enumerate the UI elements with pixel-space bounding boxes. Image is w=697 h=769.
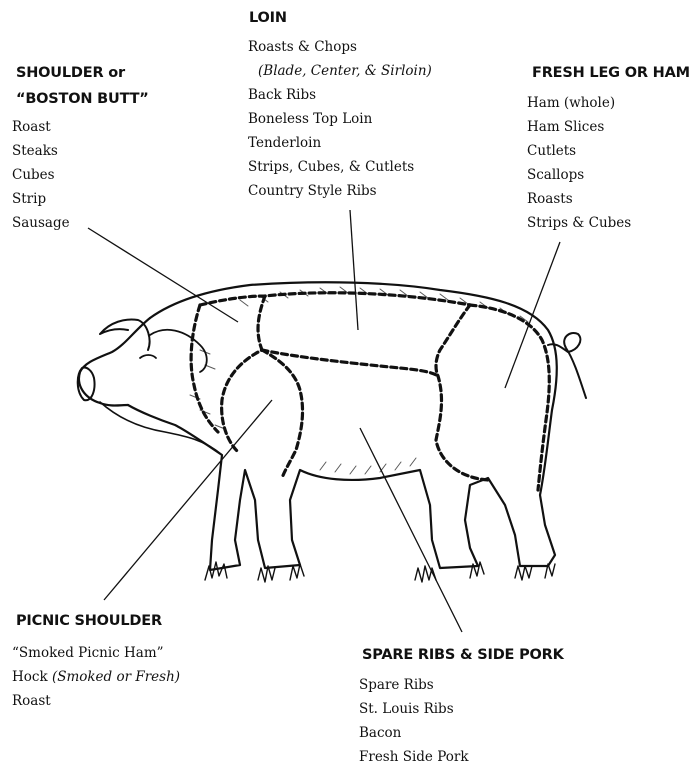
- loin-item: Back Ribs: [248, 83, 432, 107]
- picnic-item: “Smoked Picnic Ham”: [12, 641, 180, 665]
- cut-line-ham-rear: [470, 305, 549, 490]
- pig-shading: [190, 287, 528, 474]
- spare-item: Fresh Side Pork: [359, 745, 469, 769]
- shoulder-heading-line1: SHOULDER or: [16, 60, 125, 86]
- cut-lines: [191, 293, 549, 490]
- shoulder-item: Cubes: [12, 163, 70, 187]
- cut-line-loin-bottom: [262, 350, 438, 376]
- leader-shoulder: [88, 228, 238, 322]
- cut-line-shoulder: [222, 296, 265, 452]
- leader-loin: [350, 210, 358, 330]
- loin-list: Roasts & Chops (Blade, Center, & Sirloin…: [248, 35, 432, 203]
- picnic-item-main: Hock: [12, 669, 52, 685]
- cut-line-picnic: [262, 350, 303, 478]
- leg-item: Ham (whole): [527, 91, 631, 115]
- loin-item: Tenderloin: [248, 131, 432, 155]
- pig-illustration: [78, 282, 586, 582]
- ground-grass: [205, 562, 555, 582]
- spare-list: Spare Ribs St. Louis Ribs Bacon Fresh Si…: [359, 673, 469, 769]
- picnic-item-note: (Smoked or Fresh): [52, 669, 180, 685]
- leg-heading: FRESH LEG OR HAM: [532, 60, 690, 86]
- cut-line-ham: [436, 305, 488, 480]
- loin-heading: LOIN: [249, 5, 287, 31]
- shoulder-item: Roast: [12, 115, 70, 139]
- picnic-list: “Smoked Picnic Ham” Hock (Smoked or Fres…: [12, 641, 180, 713]
- loin-item: Strips, Cubes, & Cutlets: [248, 155, 432, 179]
- leg-list: Ham (whole) Ham Slices Cutlets Scallops …: [527, 91, 631, 235]
- loin-item: Roasts & Chops: [248, 35, 432, 59]
- leg-item: Strips & Cubes: [527, 211, 631, 235]
- shoulder-item: Sausage: [12, 211, 70, 235]
- spare-heading: SPARE RIBS & SIDE PORK: [362, 642, 564, 668]
- shoulder-item: Strip: [12, 187, 70, 211]
- pig-ear-fold: [150, 330, 207, 372]
- pig-eye: [140, 355, 156, 358]
- spare-item: St. Louis Ribs: [359, 697, 469, 721]
- leg-item: Cutlets: [527, 139, 631, 163]
- shoulder-item: Steaks: [12, 139, 70, 163]
- shoulder-list: Roast Steaks Cubes Strip Sausage: [12, 115, 70, 235]
- leader-spare: [360, 428, 462, 632]
- leg-item: Roasts: [527, 187, 631, 211]
- leg-item: Ham Slices: [527, 115, 631, 139]
- loin-item: Country Style Ribs: [248, 179, 432, 203]
- pig-jowl: [100, 402, 222, 455]
- picnic-heading: PICNIC SHOULDER: [16, 608, 162, 634]
- pig-head-outline: [79, 318, 150, 406]
- leader-lines: [88, 210, 560, 632]
- spare-item: Spare Ribs: [359, 673, 469, 697]
- spare-item: Bacon: [359, 721, 469, 745]
- leader-picnic: [104, 400, 272, 600]
- pig-body-outline: [128, 282, 557, 570]
- loin-note: (Blade, Center, & Sirloin): [248, 59, 432, 83]
- leg-item: Scallops: [527, 163, 631, 187]
- shoulder-heading-line2: “BOSTON BUTT”: [16, 86, 149, 112]
- picnic-item: Roast: [12, 689, 180, 713]
- loin-item: Boneless Top Loin: [248, 107, 432, 131]
- cut-line-top: [200, 293, 470, 305]
- picnic-item: Hock (Smoked or Fresh): [12, 665, 180, 689]
